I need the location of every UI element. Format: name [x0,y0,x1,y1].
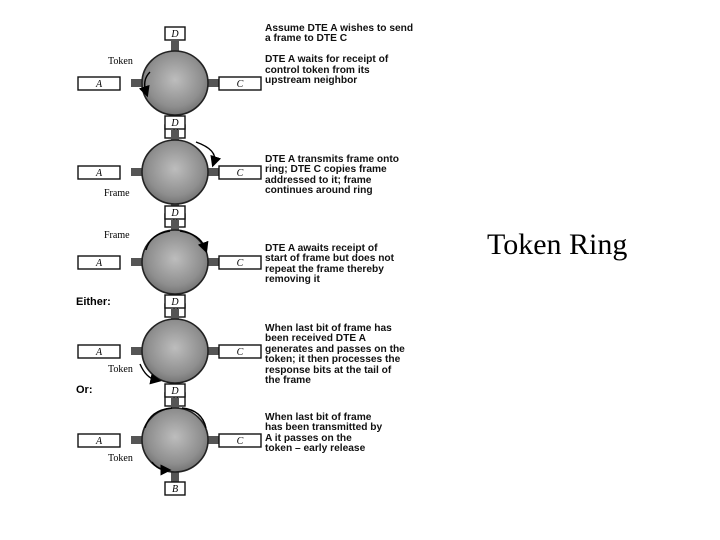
station-left-label: A [95,168,103,179]
station-left-box [77,433,121,448]
station-left-label: A [95,258,103,269]
station-right-box [218,76,262,91]
station-top-box [164,383,186,398]
station-bottom-label: B [172,484,178,495]
or-label: Or: [76,384,93,396]
panel-2-description: DTE A transmits frame onto ring; DTE C c… [265,154,399,197]
page-title: Token Ring [487,228,628,261]
station-top-box [164,26,186,41]
station-top-label: D [170,208,179,219]
station-right-label: C [237,347,244,358]
panel-label: Frame [104,188,130,199]
station-left-label: A [95,79,103,90]
panel-label: Token [108,364,133,375]
flow-arrow [144,407,207,470]
ring-body [141,50,209,116]
ring-tap [207,347,219,355]
flow-arrow [139,363,162,385]
panel-3-description: DTE A awaits receipt of start of frame b… [265,243,395,286]
panel-label: Frame [104,230,130,241]
panel-5-description: When last bit of frame has been transmit… [265,412,383,455]
ring-body [141,139,209,205]
station-top-box [164,205,186,220]
ring-tap [207,258,219,266]
ring-tap [207,79,219,87]
ring-tap [131,79,143,87]
flow-arrow [195,141,222,168]
either-label: Either: [76,296,111,308]
station-top-box [164,115,186,130]
station-left-box [77,255,121,270]
ring-panel-2: DACBFrame [77,115,262,228]
ring-tap [207,168,219,176]
station-right-box [218,165,262,180]
station-left-label: A [95,436,103,447]
ring-tap [207,436,219,444]
station-right-box [218,433,262,448]
ring-tap [131,168,143,176]
ring-tap [171,309,179,321]
station-right-label: C [237,168,244,179]
station-top-label: D [170,118,179,129]
ring-panel-5: D A C B Token [77,383,262,496]
ring-body [141,229,209,295]
station-right-label: C [237,436,244,447]
ring-panel-3: DACBFrame [77,205,262,318]
station-right-box [218,255,262,270]
panel-label: Token [108,56,133,67]
ring-tap [131,258,143,266]
station-top-label: D [170,297,179,308]
ring-body [141,318,209,384]
station-top-box [164,294,186,309]
ring-tap [171,130,179,142]
station-right-label: C [237,258,244,269]
ring-tap [131,436,143,444]
ring-body [141,407,209,473]
station-left-box [77,344,121,359]
ring-tap [171,470,179,482]
ring-tap [171,220,179,232]
ring-tap [171,41,179,53]
panel-1-description: Assume DTE A wishes to send a frame to D… [265,23,414,87]
ring-tap [171,398,179,410]
flow-arrow [145,230,205,250]
station-right-box [218,344,262,359]
station-left-box [77,76,121,91]
panel-label: Token [108,453,133,464]
station-right-label: C [237,79,244,90]
ring-tap [131,347,143,355]
station-left-label: A [95,347,103,358]
station-left-box [77,165,121,180]
flow-arrow [138,71,151,98]
station-top-label: D [170,386,179,397]
station-top-label: D [170,29,179,40]
panel-4-description: When last bit of frame has been received… [265,323,405,387]
station-bottom-box [164,481,186,496]
